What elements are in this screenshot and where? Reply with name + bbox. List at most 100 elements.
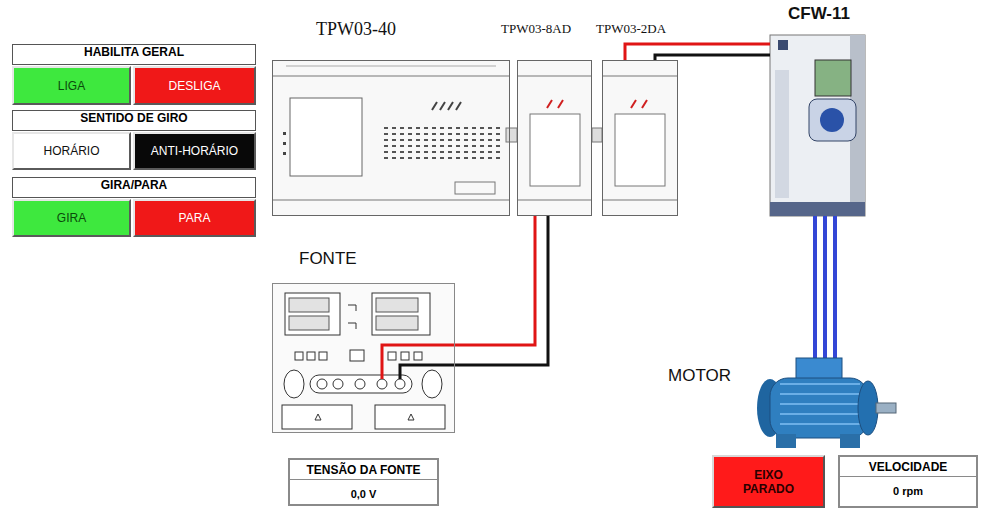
inverter-drawing — [820, 108, 844, 132]
power-supply-drawing — [382, 345, 455, 379]
plc-drawing — [286, 66, 496, 67]
plc-drawing — [283, 132, 286, 135]
power-cable — [823, 216, 827, 352]
power-supply-drawing — [395, 379, 405, 389]
power-supply-drawing — [348, 305, 356, 329]
inverter-drawing — [775, 70, 789, 198]
power-supply-drawing — [388, 352, 396, 360]
panel-title: HABILITA GERAL — [12, 44, 256, 65]
inverter-drawing — [809, 99, 856, 141]
motor-drawing — [776, 434, 796, 448]
inverter-drawing — [815, 60, 851, 96]
analog-output-module: TPW03-2DA — [602, 60, 678, 216]
device-label: CFW-11 — [788, 4, 850, 24]
plc-drawing — [272, 200, 510, 201]
plc-drawing — [283, 152, 286, 155]
input-module-drawing — [506, 128, 517, 142]
power-supply-drawing — [377, 379, 387, 389]
power-supply-drawing — [401, 352, 409, 360]
power-supply-drawing — [285, 293, 340, 335]
panel-title: SENTIDO DE GIRO — [12, 110, 256, 131]
plc-drawing — [383, 124, 501, 160]
power-supply-drawing — [333, 379, 343, 389]
button-label: DESLIGA — [168, 79, 220, 93]
plc-drawing — [283, 142, 286, 145]
hmi-button: PARA — [133, 199, 256, 237]
input-module-drawing — [517, 200, 592, 201]
power-supply-drawing — [315, 414, 414, 420]
signal-wire — [625, 44, 770, 60]
power-supply-drawing — [307, 352, 315, 360]
control-group: GIRA/PARA GIRA PARA — [12, 177, 256, 237]
motor-drawing — [876, 403, 896, 413]
frequency-inverter: CFW-11 — [770, 35, 865, 216]
output-module-drawing — [631, 100, 647, 108]
button-label: LIGA — [58, 79, 85, 93]
power-supply-drawing — [400, 365, 455, 379]
button-label: HORÁRIO — [43, 144, 99, 158]
analog-input-module: TPW03-8AD — [517, 60, 592, 216]
plc-drawing — [272, 60, 510, 216]
inverter-drawing — [770, 35, 865, 216]
input-module-drawing — [530, 114, 580, 186]
power-supply-drawing — [289, 316, 329, 330]
hmi-button: LIGA — [12, 66, 131, 105]
motor-drawing — [840, 434, 860, 448]
signal-wire — [455, 216, 535, 345]
output-module-drawing — [592, 60, 678, 216]
motor-drawing — [858, 381, 878, 435]
power-supply-drawing — [414, 352, 422, 360]
panel-title: GIRA/PARA — [12, 177, 256, 198]
plc-drawing — [455, 182, 495, 194]
readout-value: 0,0 V — [290, 480, 437, 500]
inverter-drawing — [778, 40, 788, 50]
button-label: ANTI-HORÁRIO — [151, 144, 238, 158]
power-supply-drawing — [289, 298, 329, 312]
inverter-drawing — [770, 35, 865, 216]
signal-wire — [455, 216, 548, 365]
input-module-drawing — [547, 100, 563, 108]
button-label: PARA — [179, 211, 211, 225]
power-cable — [833, 216, 837, 352]
device-label: FONTE — [299, 249, 357, 269]
plc-drawing — [272, 60, 510, 216]
output-module-drawing — [615, 114, 665, 186]
input-module-drawing — [517, 76, 592, 77]
plc-drawing — [432, 102, 461, 110]
motor-drawing — [770, 378, 868, 438]
power-supply-drawing — [319, 352, 327, 360]
plc-drawing — [272, 76, 510, 77]
device-label: MOTOR — [668, 366, 731, 386]
power-supply: FONTE — [272, 283, 455, 433]
plc-cpu: TPW03-40 — [272, 60, 510, 216]
hmi-button: DESLIGA — [133, 66, 256, 105]
power-supply-drawing — [376, 316, 418, 330]
power-supply-drawing — [284, 370, 304, 398]
button-label: GIRA — [57, 211, 86, 225]
output-module-drawing — [602, 76, 678, 77]
hmi-button: GIRA — [12, 199, 131, 237]
plc-drawing — [290, 98, 362, 176]
inverter-drawing — [770, 202, 865, 216]
readout-title: TENSÃO DA FONTE — [290, 460, 437, 480]
control-group: HABILITA GERAL LIGA DESLIGA — [12, 44, 256, 105]
power-supply-drawing — [376, 298, 418, 312]
readout-title: VELOCIDADE — [840, 457, 976, 477]
motor: MOTOR — [750, 352, 898, 452]
status-text: EIXO PARADO — [736, 468, 802, 496]
power-supply-drawing — [272, 283, 455, 433]
voltage-display: TENSÃO DA FONTE0,0 V — [288, 458, 439, 506]
power-supply-drawing — [310, 375, 412, 393]
output-module-drawing — [602, 60, 678, 216]
power-supply-drawing — [422, 370, 442, 398]
input-module-drawing — [506, 60, 592, 216]
motor-drawing — [780, 384, 860, 424]
power-cable — [813, 216, 817, 352]
power-supply-drawing — [372, 293, 430, 335]
hmi-button: ANTI-HORÁRIO — [133, 132, 256, 170]
power-supply-drawing — [355, 379, 365, 389]
device-label: TPW03-2DA — [596, 21, 666, 37]
device-label: TPW03-8AD — [501, 21, 571, 37]
status-indicator: EIXO PARADO — [712, 455, 825, 508]
